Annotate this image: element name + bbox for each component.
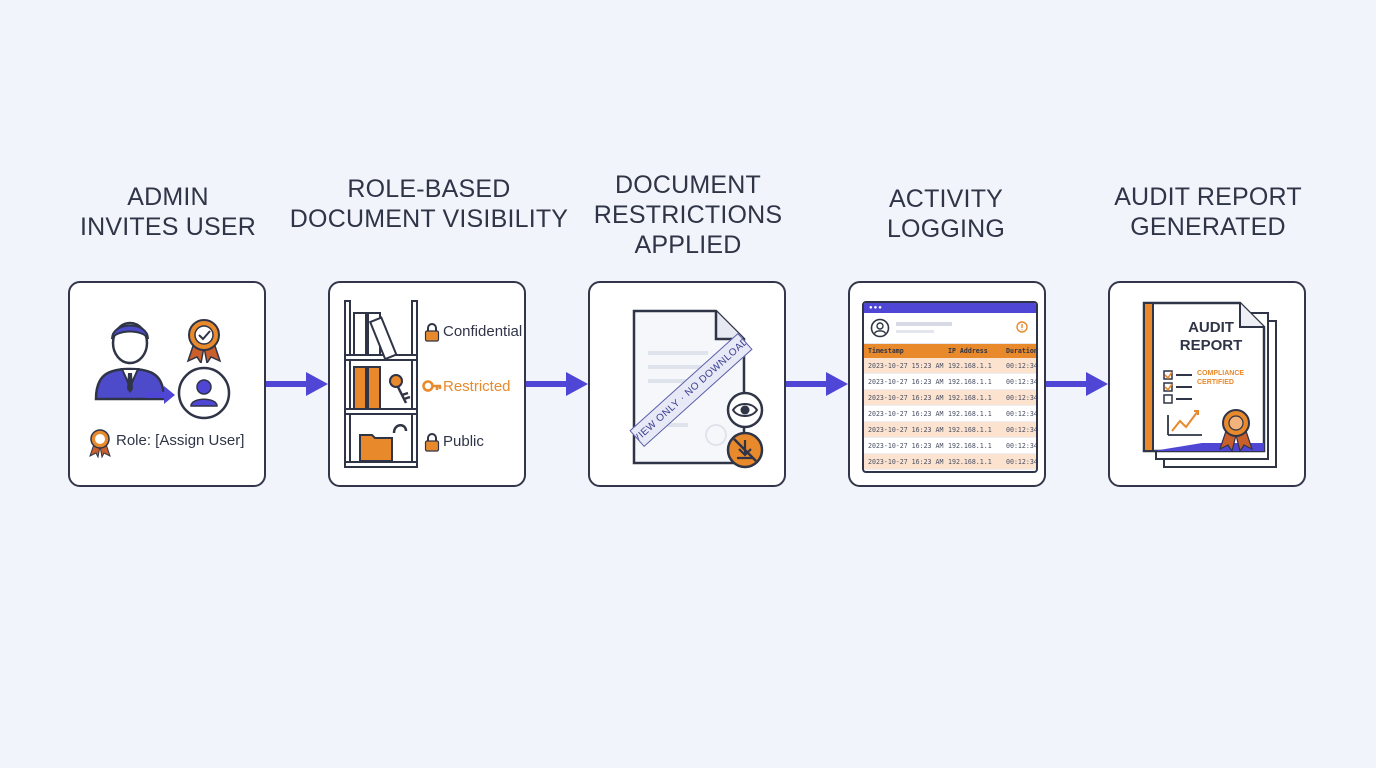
arrow-right-icon — [266, 372, 328, 396]
lock-icon — [424, 433, 440, 452]
log-cell: 2023-10-27 15:23 AM — [868, 362, 944, 370]
table-row: 2023-10-27 16:23 AM 192.168.1.1 00:12:34 — [864, 438, 1036, 454]
arrow-right-icon — [526, 372, 588, 396]
table-row: 2023-10-27 16:23 AM 192.168.1.1 00:12:34 — [864, 454, 1036, 470]
log-cell: 192.168.1.1 — [948, 394, 992, 402]
arrow-right-icon — [1046, 372, 1108, 396]
log-cell: 192.168.1.1 — [948, 442, 992, 450]
table-row: 2023-10-27 16:23 AM 192.168.1.1 00:12:34 — [864, 406, 1036, 422]
table-row: 2023-10-27 15:23 AM 192.168.1.1 00:12:34 — [864, 358, 1036, 374]
user-circle-icon — [177, 366, 231, 420]
table-row: 2023-10-27 16:23 AM 192.168.1.1 00:12:34 — [864, 422, 1036, 438]
step-3-title: DOCUMENT RESTRICTIONS APPLIED — [593, 171, 783, 259]
visibility-restricted-label: Restricted — [443, 378, 511, 395]
log-header-cell: Timestamp — [868, 347, 904, 355]
log-header-cell: Duration — [1006, 347, 1038, 355]
compliance-certified-label: COMPLIANCE CERTIFIED — [1197, 370, 1245, 386]
userbar-placeholder — [896, 330, 934, 333]
no-download-icon — [726, 431, 764, 469]
step-4-title: ACTIVITY LOGGING — [886, 185, 1006, 243]
window-dots-icon: ●●● — [869, 305, 883, 311]
step-1-title: ADMIN INVITES USER — [79, 183, 257, 241]
step-4-card: ●●● Timestamp IP Address Duration 2023-10-2… — [848, 281, 1046, 487]
visibility-public-label: Public — [443, 433, 484, 450]
log-header-cell: IP Address — [948, 347, 988, 355]
step-2-title: ROLE-BASED DOCUMENT VISIBILITY — [289, 175, 569, 233]
log-cell: 00:12:34 — [1006, 394, 1038, 402]
alert-icon — [1016, 321, 1028, 333]
log-cell: 00:12:34 — [1006, 410, 1038, 418]
role-assign-label: Role: [Assign User] — [116, 432, 245, 449]
log-cell: 192.168.1.1 — [948, 410, 992, 418]
log-userbar — [864, 313, 1036, 344]
step-5-card: AUDIT REPORT COMPLIANCE CERTIFIED — [1108, 281, 1306, 487]
arrow-right-icon — [786, 372, 848, 396]
report-pages-icon — [1142, 301, 1277, 468]
log-header-row: Timestamp IP Address Duration — [864, 344, 1036, 358]
admin-user-icon — [94, 321, 166, 401]
log-table: Timestamp IP Address Duration 2023-10-27 15… — [864, 344, 1036, 470]
log-cell: 192.168.1.1 — [948, 426, 992, 434]
window-titlebar: ●●● — [864, 303, 1036, 313]
log-cell: 00:12:34 — [1006, 378, 1038, 386]
log-cell: 192.168.1.1 — [948, 378, 992, 386]
log-cell: 2023-10-27 16:23 AM — [868, 442, 944, 450]
log-cell: 192.168.1.1 — [948, 458, 992, 466]
log-cell: 2023-10-27 16:23 AM — [868, 410, 944, 418]
report-title: AUDIT REPORT — [1179, 319, 1243, 354]
step-1-card: Role: [Assign User] — [68, 281, 266, 487]
log-cell: 00:12:34 — [1006, 458, 1038, 466]
log-cell: 00:12:34 — [1006, 442, 1038, 450]
step-3-card: VIEW ONLY · NO DOWNLOAD — [588, 281, 786, 487]
log-window: ●●● Timestamp IP Address Duration 2023-10-2… — [862, 301, 1038, 473]
table-row: 2023-10-27 16:23 AM 192.168.1.1 00:12:34 — [864, 390, 1036, 406]
bookshelf-icon — [344, 300, 418, 468]
log-cell: 2023-10-27 16:23 AM — [868, 394, 944, 402]
log-cell: 2023-10-27 16:23 AM — [868, 426, 944, 434]
visibility-confidential-label: Confidential — [443, 323, 523, 340]
step-2-card: Confidential Restricted Public — [328, 281, 526, 487]
log-cell: 00:12:34 — [1006, 426, 1038, 434]
step-5-title: AUDIT REPORT GENERATED — [1114, 183, 1302, 241]
userbar-placeholder — [896, 322, 952, 326]
log-cell: 2023-10-27 16:23 AM — [868, 458, 944, 466]
table-row: 2023-10-27 16:23 AM 192.168.1.1 00:12:34 — [864, 374, 1036, 390]
key-icon — [422, 380, 442, 392]
role-badge-icon — [89, 429, 111, 458]
lock-icon — [424, 323, 440, 342]
log-cell: 00:12:34 — [1006, 362, 1038, 370]
eye-icon — [726, 391, 764, 429]
invite-arrow-icon — [146, 386, 175, 404]
log-cell: 192.168.1.1 — [948, 362, 992, 370]
user-icon — [870, 318, 890, 338]
log-cell: 2023-10-27 16:23 AM — [868, 378, 944, 386]
badge-check-icon — [186, 319, 222, 363]
